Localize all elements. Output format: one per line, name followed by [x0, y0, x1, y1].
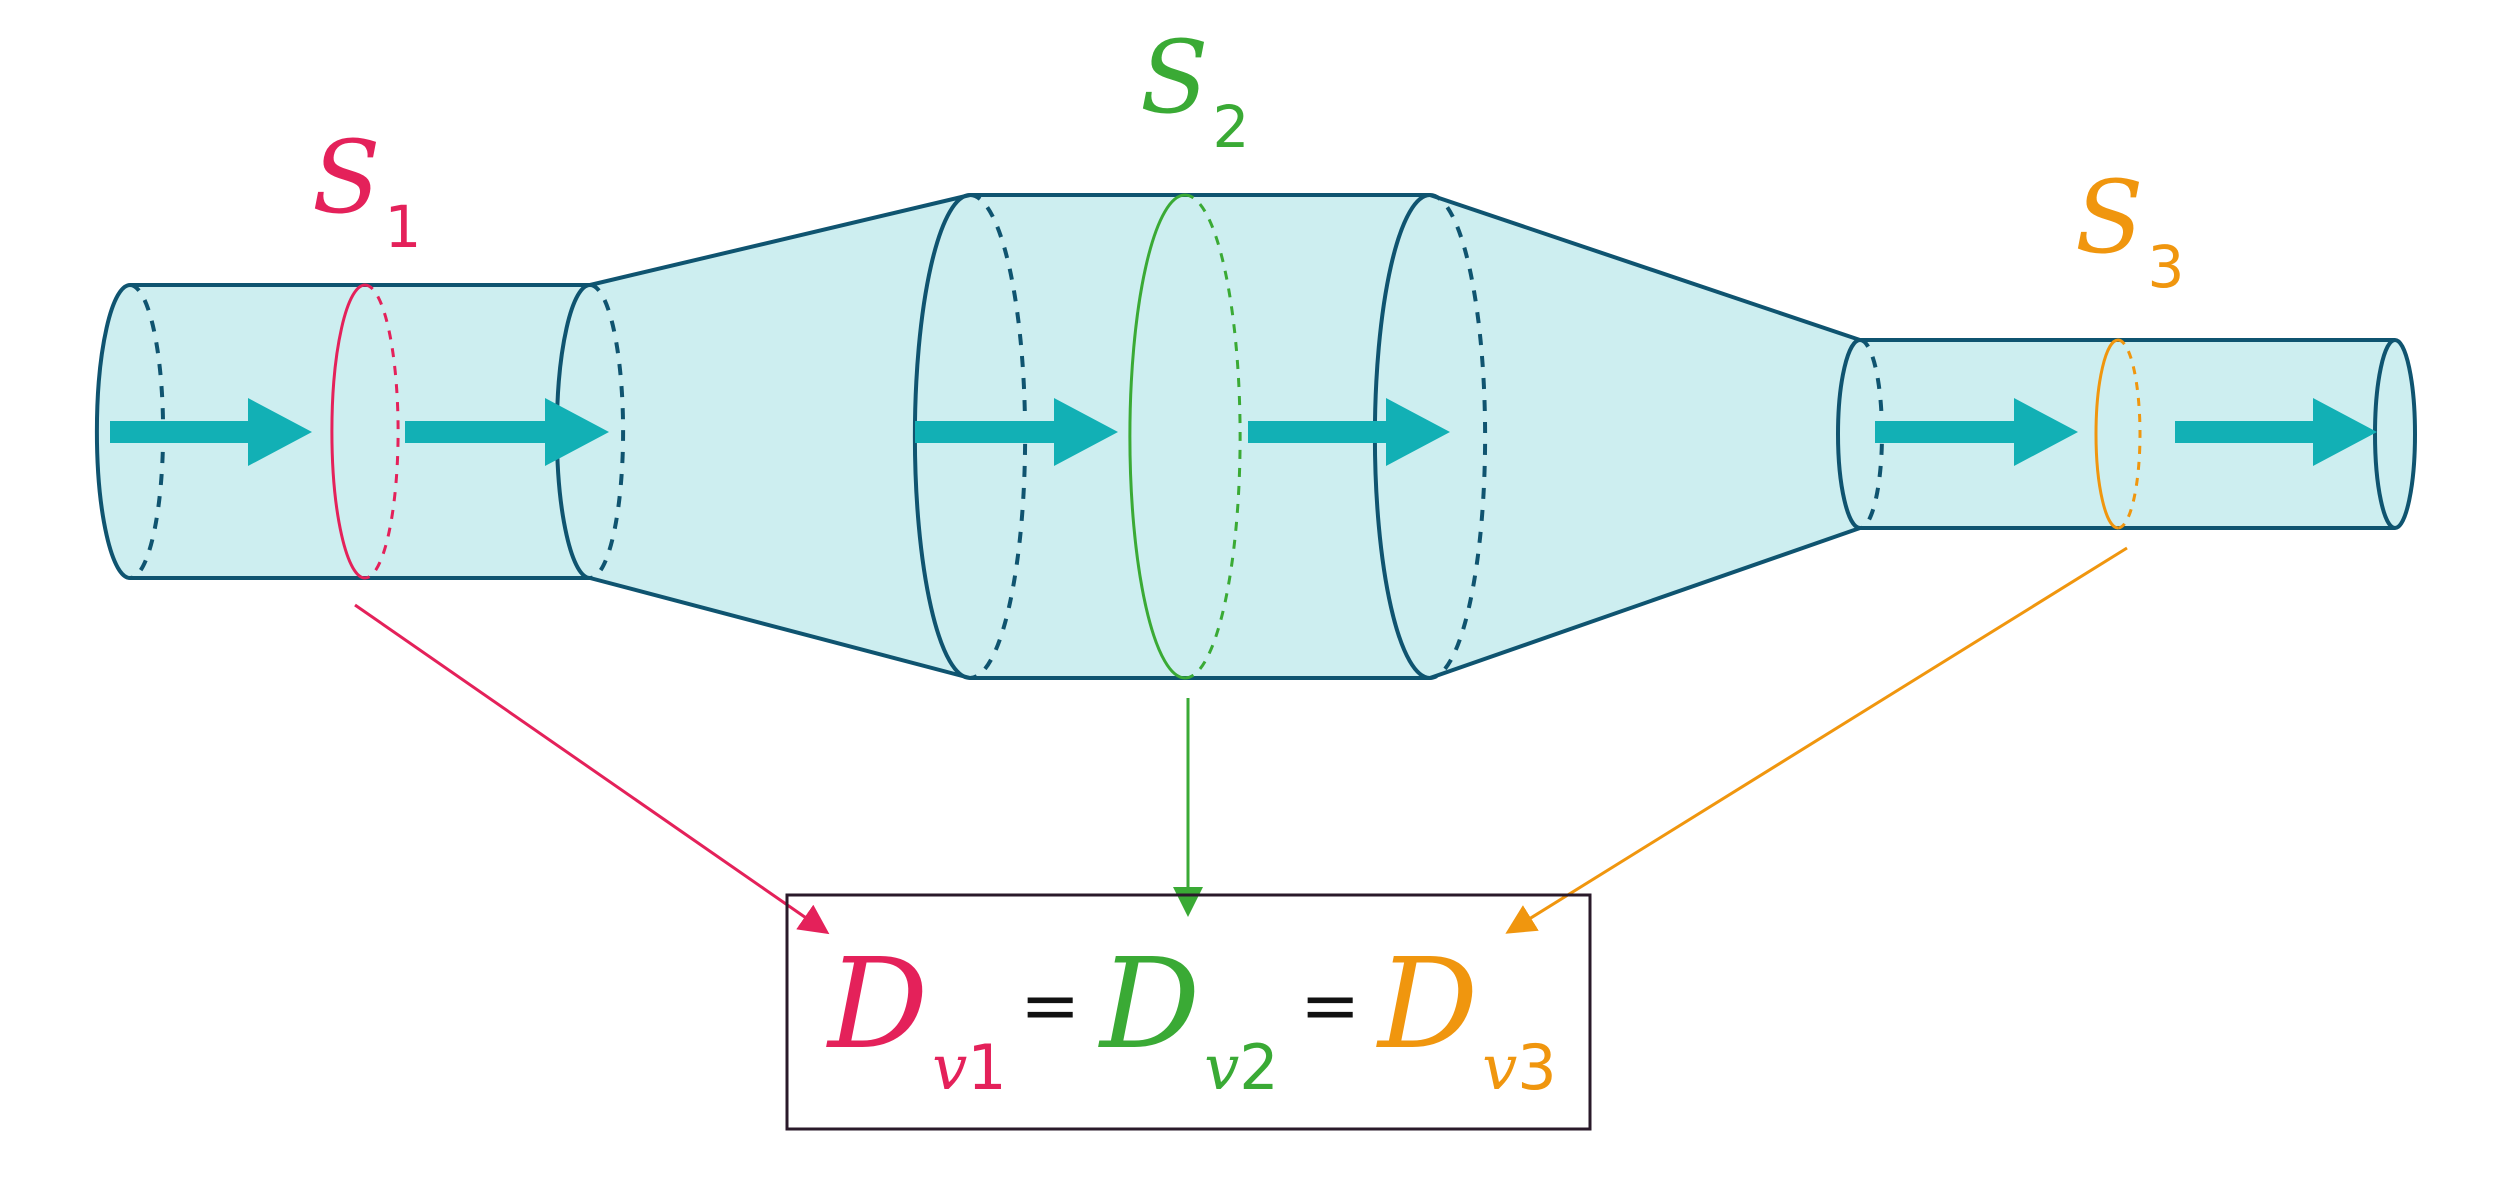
tube-body	[96, 195, 2415, 678]
flow-arrows	[110, 398, 2377, 466]
tube-ring-back	[1859, 338, 1884, 530]
tube-edge	[1429, 193, 1861, 342]
flow-arrow-icon	[915, 398, 1118, 466]
section-s2-back	[1184, 193, 1242, 680]
flow-arrow-icon	[1248, 398, 1450, 466]
tube-outlet-fill	[2375, 340, 2415, 528]
label-s3: S3	[2075, 159, 2184, 301]
tube-edge	[589, 576, 971, 680]
equation-box	[785, 893, 1592, 1131]
section-s3-back	[2117, 338, 2142, 530]
tube-section-1-fill	[96, 195, 2395, 678]
pointer-arrow-icon	[354, 603, 830, 935]
term-dv2: Dv2	[1098, 932, 1279, 1104]
term-dv1: Dv1	[826, 932, 1007, 1104]
tube-ring-front	[1836, 338, 1861, 530]
tube-edge	[589, 193, 971, 287]
tube-edge	[1429, 526, 1861, 680]
equals-sign: =	[1020, 963, 1080, 1047]
tube-outline	[94, 193, 2417, 680]
section-s2	[1128, 193, 1242, 680]
flow-arrow-icon	[2175, 398, 2377, 466]
label-s2: S2	[1140, 19, 1249, 161]
tube-ring-back	[969, 193, 1028, 680]
pointer-arrow-icon	[1505, 546, 2128, 934]
label-s1: S1	[312, 119, 421, 261]
section-s1	[330, 283, 400, 580]
section-s2-front	[1128, 193, 1186, 680]
section-s1-back	[364, 283, 400, 580]
flow-arrow-icon	[110, 398, 312, 466]
equation: Dv1 = Dv2 = Dv3	[826, 932, 1557, 1104]
tube-ring-back	[589, 283, 626, 580]
section-s3-front	[2094, 338, 2119, 530]
flow-arrow-icon	[1875, 398, 2078, 466]
tube-ring-front	[912, 193, 971, 680]
section-s3	[2094, 338, 2142, 530]
tube-ring-back	[1429, 193, 1488, 680]
term-dv3: Dv3	[1376, 932, 1557, 1104]
section-s1-front	[330, 283, 366, 580]
tube-ring-front	[94, 283, 131, 580]
tube-outlet-ring	[2373, 338, 2417, 530]
flow-arrow-icon	[405, 398, 609, 466]
equals-sign: =	[1300, 963, 1360, 1047]
